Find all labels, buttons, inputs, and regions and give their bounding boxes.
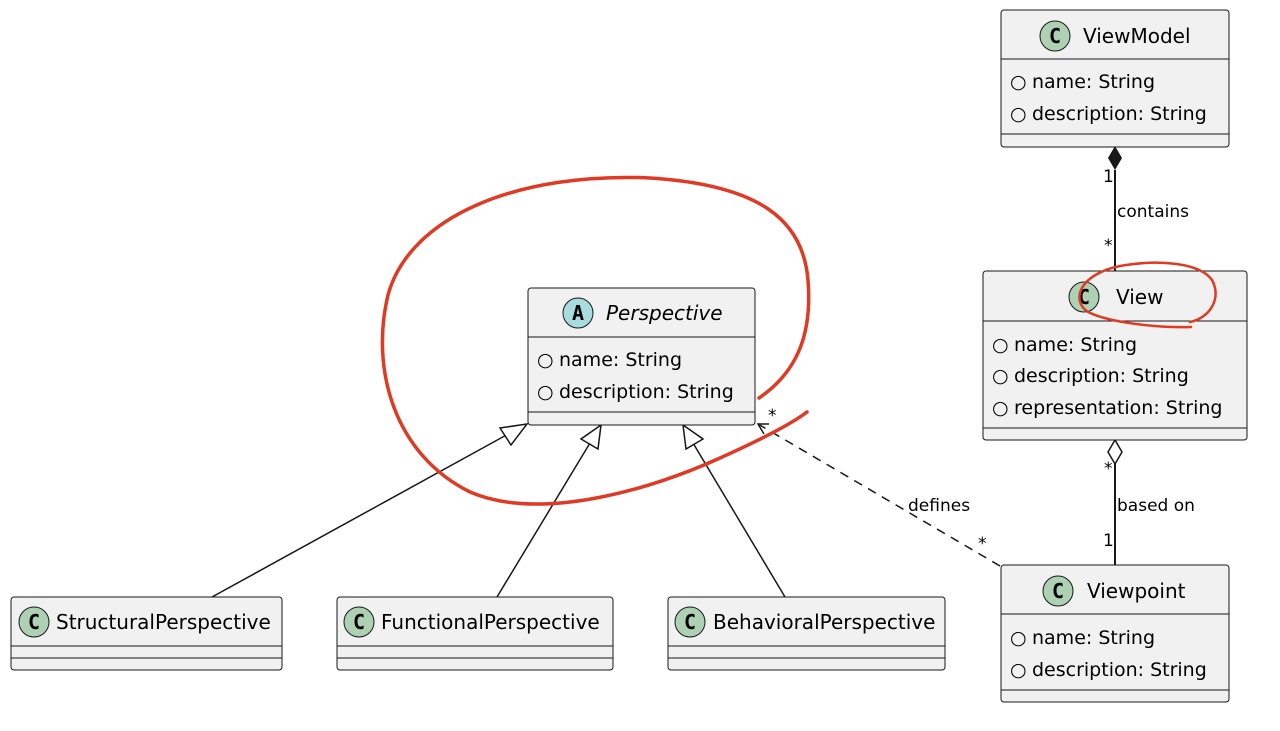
inheritance-triangle-icon xyxy=(498,422,529,447)
class-name: Viewpoint xyxy=(1087,579,1186,603)
class-name: FunctionalPerspective xyxy=(381,610,600,634)
class-badge-letter: C xyxy=(353,610,365,634)
inheritance-triangle-icon xyxy=(579,423,602,451)
class-badge-letter: C xyxy=(1052,579,1064,603)
class-badge-letter: C xyxy=(1049,24,1061,48)
composition-diamond-icon xyxy=(1108,146,1122,170)
class-badge-icon xyxy=(18,606,50,638)
class-badge-icon xyxy=(674,606,706,638)
attribute-visibility-icon: ○ xyxy=(992,334,1009,356)
dependency-viewpoint-perspective: * defines * xyxy=(756,406,1001,567)
aggregation-diamond-icon xyxy=(1107,438,1123,466)
generalization-structural xyxy=(211,422,529,598)
contains-label: contains xyxy=(1117,202,1189,222)
class-structural-perspective[interactable]: C StructuralPerspective xyxy=(10,596,283,671)
class-perspective[interactable]: A Perspective ○ name: String ○ descripti… xyxy=(527,287,756,426)
defines-source-multiplicity: * xyxy=(978,534,987,554)
attribute-visibility-icon: ○ xyxy=(992,365,1009,387)
red-circle-perspective-annotation xyxy=(380,175,811,506)
attribute-name: name: String xyxy=(559,349,682,371)
class-badge-icon xyxy=(1042,575,1074,607)
attribute-visibility-icon: ○ xyxy=(1010,627,1027,649)
class-name: BehavioralPerspective xyxy=(713,610,935,634)
class-badge-icon xyxy=(343,606,375,638)
based-on-source-multiplicity: * xyxy=(1104,459,1113,479)
attribute-visibility-icon: ○ xyxy=(1010,71,1027,93)
class-name: ViewModel xyxy=(1083,24,1191,48)
based-on-target-multiplicity: 1 xyxy=(1103,531,1114,551)
attribute-visibility-icon: ○ xyxy=(1010,659,1027,681)
class-name: View xyxy=(1116,285,1163,309)
class-view[interactable]: C View ○ name: String ○ description: Str… xyxy=(982,270,1248,441)
attribute-description: description: String xyxy=(1032,103,1207,125)
abstract-badge-icon xyxy=(562,297,594,329)
aggregation-view-viewpoint: * based on 1 xyxy=(1103,438,1195,565)
class-badge-icon xyxy=(1068,281,1100,313)
class-viewpoint[interactable]: C Viewpoint ○ name: String ○ description… xyxy=(1000,564,1230,703)
composition-viewmodel-view: 1 contains * xyxy=(1103,146,1189,271)
attribute-description: description: String xyxy=(1014,365,1189,387)
attribute-visibility-icon: ○ xyxy=(537,349,554,371)
class-badge-icon xyxy=(1039,20,1071,52)
defines-label: defines xyxy=(908,496,970,516)
class-badge-letter: C xyxy=(28,610,40,634)
defines-target-multiplicity: * xyxy=(768,406,777,426)
based-on-label: based on xyxy=(1117,496,1195,516)
class-badge-letter: A xyxy=(572,301,584,325)
class-name: StructuralPerspective xyxy=(56,610,271,634)
contains-source-multiplicity: 1 xyxy=(1103,167,1114,187)
attribute-description: description: String xyxy=(1032,659,1207,681)
contains-target-multiplicity: * xyxy=(1104,236,1113,256)
generalization-functional xyxy=(496,423,602,598)
attribute-name: name: String xyxy=(1014,334,1137,356)
class-name: Perspective xyxy=(606,301,723,325)
class-behavioral-perspective[interactable]: C BehavioralPerspective xyxy=(667,596,946,671)
attribute-visibility-icon: ○ xyxy=(537,381,554,403)
dependency-arrowhead-icon xyxy=(756,423,769,435)
generalization-behavioral xyxy=(682,423,786,598)
attribute-representation: representation: String xyxy=(1014,397,1223,419)
class-functional-perspective[interactable]: C FunctionalPerspective xyxy=(336,596,614,671)
red-annotation-layer xyxy=(380,175,1217,506)
class-viewmodel[interactable]: C ViewModel ○ name: String ○ description… xyxy=(1000,9,1230,148)
attribute-name: name: String xyxy=(1032,627,1155,649)
class-badge-letter: C xyxy=(684,610,696,634)
red-circle-view-annotation xyxy=(1078,261,1217,329)
attribute-description: description: String xyxy=(559,381,734,403)
attribute-name: name: String xyxy=(1032,71,1155,93)
attribute-visibility-icon: ○ xyxy=(1010,103,1027,125)
inheritance-triangle-icon xyxy=(682,423,705,451)
attribute-visibility-icon: ○ xyxy=(992,397,1009,419)
